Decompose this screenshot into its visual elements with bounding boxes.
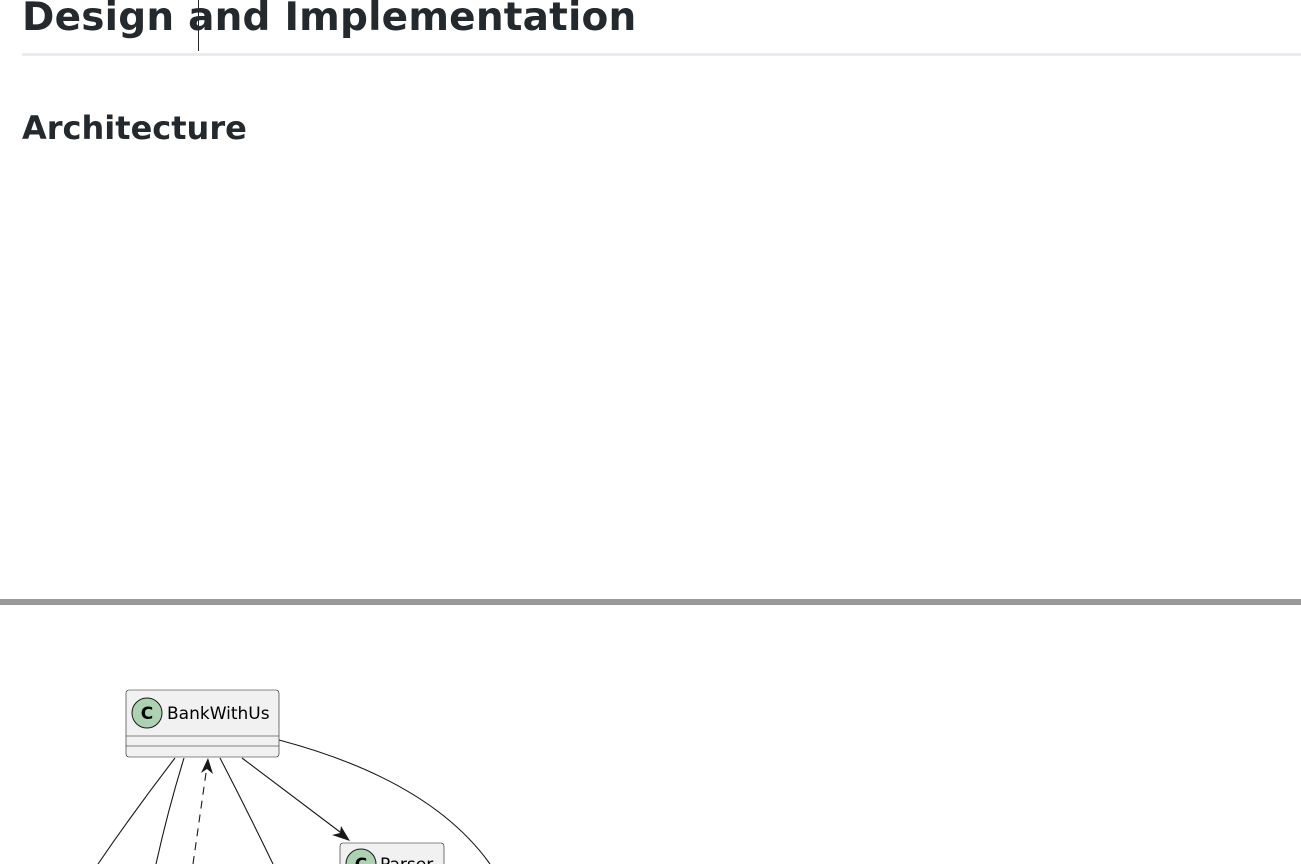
class-node-bankwithus: C BankWithUs bbox=[125, 689, 280, 758]
association-edge-1 bbox=[97, 757, 176, 864]
class-node-parser: C Parser bbox=[339, 842, 445, 864]
association-edge-2 bbox=[155, 757, 185, 864]
section-heading-architecture: Architecture bbox=[22, 109, 247, 147]
class-badge-letter: C bbox=[141, 704, 153, 724]
class-name-parser: Parser bbox=[380, 855, 433, 864]
text-cursor bbox=[198, 0, 199, 51]
class-badge-letter: C bbox=[355, 855, 367, 864]
dependency-arrowhead bbox=[201, 758, 213, 774]
association-edge-curve bbox=[278, 739, 491, 864]
class-badge-icon bbox=[131, 697, 163, 729]
association-edge-parser bbox=[241, 757, 345, 836]
association-edge-3 bbox=[219, 757, 274, 864]
page-break-divider bbox=[0, 599, 1301, 605]
parser-arrowhead bbox=[332, 826, 350, 841]
architecture-class-diagram: C BankWithUs C Parser bbox=[97, 689, 491, 864]
page-title: Design and Implementation bbox=[22, 0, 637, 40]
title-underline bbox=[22, 53, 1301, 56]
dependency-edge-dashed bbox=[192, 765, 208, 864]
class-name-bankwithus: BankWithUs bbox=[167, 704, 270, 724]
class-badge-icon bbox=[345, 848, 377, 864]
